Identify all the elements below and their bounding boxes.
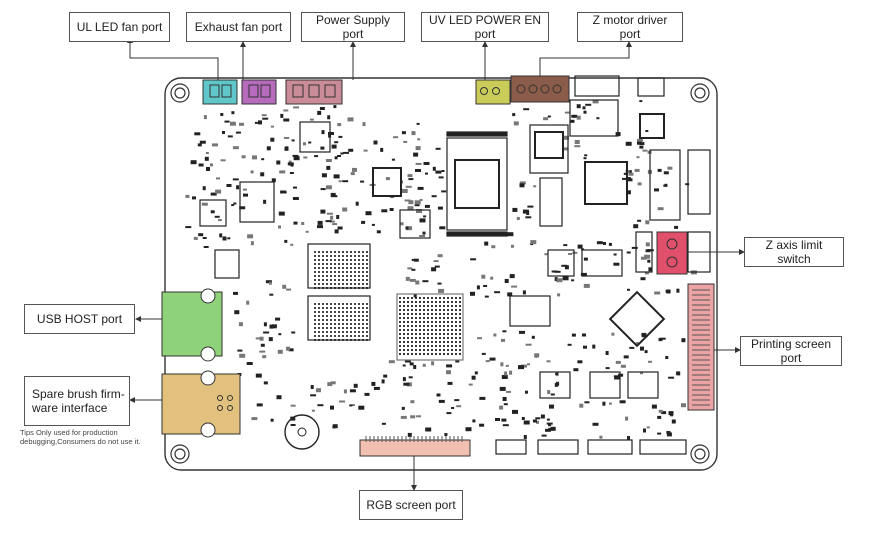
printing-screen-connector — [687, 283, 715, 411]
z-axis-limit-connector — [656, 231, 688, 275]
usb-host-port-label: USB HOST port — [24, 304, 135, 334]
rgb-screen-connector — [359, 439, 471, 457]
label-block — [509, 295, 551, 327]
spare-brush-firmware-label: Spare brush firm- ware interface — [24, 376, 130, 426]
spare-brush-connector — [161, 373, 241, 435]
rgb-screen-port-label: RGB screen port — [359, 490, 463, 520]
exhaust-fan-connector — [241, 79, 277, 105]
power-supply-port-label: Power Supply port — [301, 12, 405, 42]
ul-led-fan-connector — [202, 79, 238, 105]
ram-chip-1 — [307, 243, 371, 289]
printing-screen-port-label: Printing screen port — [740, 336, 842, 366]
z-axis-limit-switch-label: Z axis limit switch — [744, 237, 844, 267]
tips-note: Tips Only used for production debugging,… — [20, 428, 141, 446]
mounting-hole-bottom-right — [690, 444, 710, 464]
screw-terminal — [581, 249, 623, 277]
mounting-hole-top-left — [170, 83, 190, 103]
z-motor-driver-connector — [510, 75, 570, 103]
main-soc-chip — [446, 137, 508, 231]
power-supply-connector — [285, 79, 343, 105]
mounting-hole-top-right — [690, 83, 710, 103]
buzzer — [284, 414, 320, 450]
z-motor-driver-port-label: Z motor driver port — [577, 12, 683, 42]
leader-lines — [129, 40, 742, 488]
rotated-qfn-chip — [608, 290, 666, 348]
ram-chip-2 — [307, 295, 371, 341]
bga-chip — [396, 293, 464, 361]
mcu-chip-right — [639, 113, 665, 139]
ul-led-fan-port-label: UL LED fan port — [69, 12, 170, 42]
exhaust-fan-port-label: Exhaust fan port — [186, 12, 291, 42]
mounting-hole-bottom-left — [170, 444, 190, 464]
board-outline — [164, 77, 718, 471]
usb-host-connector — [161, 291, 223, 357]
qfp-chip-1 — [372, 167, 402, 197]
qfn-chip — [584, 161, 628, 205]
switch-block — [299, 121, 331, 153]
aux-chip — [529, 124, 569, 174]
uv-led-power-en-port-label: UV LED POWER EN port — [421, 12, 549, 42]
regulator-module — [239, 181, 275, 223]
